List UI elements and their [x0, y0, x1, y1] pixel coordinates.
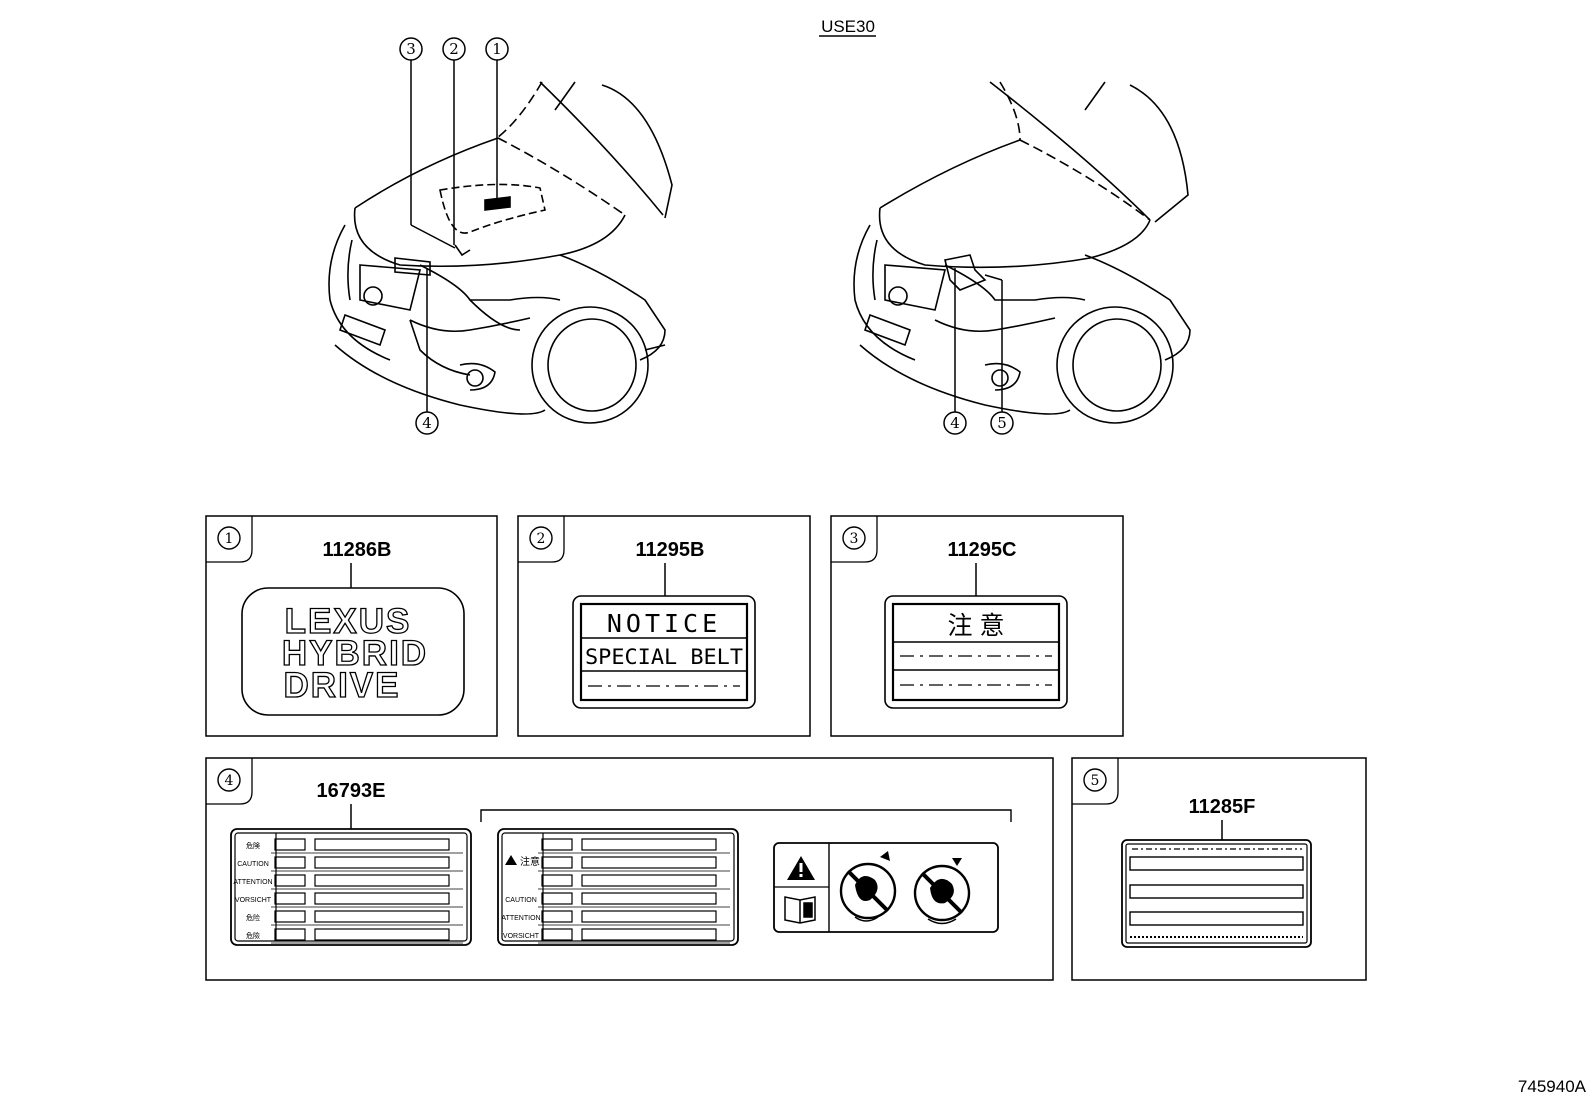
callout-1-left-label: 1 [492, 40, 502, 58]
warning-triangle-icon [787, 856, 815, 880]
no-hand-fan-icon [839, 851, 897, 922]
label-row-box-small [541, 874, 573, 887]
caution-jp-title: 注 意 [948, 612, 1005, 640]
car-illustration-right [853, 81, 1191, 424]
label-row-box-small [541, 910, 573, 923]
label-row-box-text [314, 874, 450, 887]
set-bracket [480, 809, 1012, 822]
notice-subtitle: SPECIAL BELT [585, 645, 743, 669]
label-row-box-small [274, 838, 306, 851]
panel-4-part-number: 16793E [317, 780, 386, 802]
label-row-box-small [274, 856, 306, 869]
label-row-language: VORSICHT [235, 897, 272, 904]
label-row-language: 危险 [246, 913, 260, 922]
label-row-language: CAUTION [505, 897, 537, 904]
label-row-box-text [581, 838, 717, 851]
notice-label [572, 595, 756, 709]
pictogram-label [773, 842, 999, 933]
callout-5-right-label: 5 [997, 414, 1007, 432]
no-hand-belt-icon [913, 858, 971, 925]
panel-3-part-number: 11295C [948, 539, 1017, 561]
car-illustration-left [328, 81, 673, 424]
label-row-box-small [541, 928, 573, 941]
label-row-box-text [581, 856, 717, 869]
callout-4-left-label: 4 [422, 414, 432, 432]
model-code-header: USE30 [819, 17, 876, 37]
panel-1: 1 11286B LEXUS HYBRID DRIVE [205, 515, 498, 737]
label-row-box-small [274, 892, 306, 905]
label-b-head: 注意 [520, 855, 540, 868]
callouts-right [943, 268, 1014, 435]
label-row-box-small [541, 856, 573, 869]
label-row-box-small [274, 928, 306, 941]
label-row-box-text [581, 910, 717, 923]
emblem-line-1: LEXUS [285, 602, 412, 641]
callout-3-left-label: 3 [406, 40, 416, 58]
label-b-rows: CAUTION ATTENTION VORSICHT [501, 838, 730, 944]
panel-4-number: 4 [225, 773, 234, 789]
panel-3-number: 3 [850, 531, 859, 547]
callout-2-left-label: 2 [449, 40, 459, 58]
notice-title: NOTICE [607, 609, 721, 638]
label-row-box-text [314, 838, 450, 851]
panel-2: 2 11295B NOTICE SPECIAL BELT [517, 515, 811, 737]
panel-1-number: 1 [225, 531, 234, 547]
panel-4: 4 16793E 危険CAUTIONATTENTIONVORSICHT危险危險 … [205, 757, 1054, 981]
panel-3: 3 11295C 注 意 [830, 515, 1124, 737]
label-row-language: VORSICHT [503, 933, 540, 940]
label-row-box-text [314, 856, 450, 869]
label-row-language: CAUTION [237, 861, 269, 868]
manual-info-icon [784, 896, 816, 924]
label-row-box-text [581, 874, 717, 887]
panel-2-part-number: 11295B [636, 539, 705, 561]
label-row-box-small [274, 874, 306, 887]
label-row-language: ATTENTION [233, 879, 272, 886]
caution-label-multilingual-b: 注意 [497, 828, 739, 946]
diagram-id: 745940A [1518, 1077, 1587, 1096]
panel-5-number: 5 [1091, 773, 1100, 789]
label-row-box-small [541, 892, 573, 905]
panel-1-part-number: 11286B [323, 539, 392, 561]
panel-2-number: 2 [537, 531, 546, 547]
label-row-language: 危険 [246, 841, 260, 850]
emblem-line-2: HYBRID [282, 634, 428, 673]
label-row-box-text [314, 910, 450, 923]
label-row-box-text [314, 928, 450, 941]
label-row-language: ATTENTION [501, 915, 540, 922]
panel-5: 5 11285F [1071, 757, 1367, 981]
caution-label-multilingual-a [230, 828, 472, 946]
label-row-box-small [274, 910, 306, 923]
service-info-label [1121, 839, 1312, 948]
callouts-left [399, 37, 509, 435]
emblem-line-3: DRIVE [284, 666, 401, 705]
hybrid-drive-emblem [241, 587, 465, 716]
label-row-box-small [541, 838, 573, 851]
caution-jp-label [884, 595, 1068, 709]
label-row-box-text [581, 892, 717, 905]
callout-4-right-label: 4 [950, 414, 960, 432]
label-row-box-text [314, 892, 450, 905]
model-code: USE30 [821, 17, 875, 36]
label-row-language: 危險 [246, 931, 260, 940]
label-row-box-text [581, 928, 717, 941]
panel-5-part-number: 11285F [1189, 796, 1256, 818]
